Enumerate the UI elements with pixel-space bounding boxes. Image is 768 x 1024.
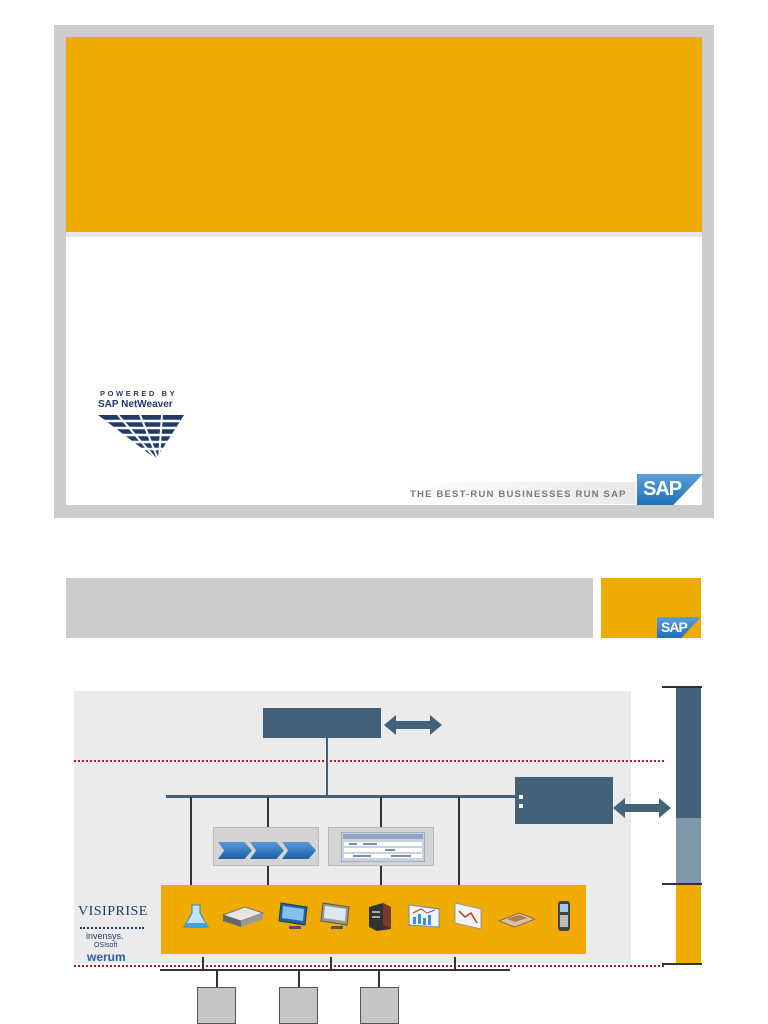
title-divider: [66, 232, 702, 237]
double-arrow-right-icon: [613, 798, 671, 818]
display-icon: [320, 902, 350, 929]
tagline-bar: [406, 482, 636, 504]
netweaver-logo: POWERED BY SAP NetWeaver: [96, 389, 192, 465]
device-icon: [221, 906, 265, 927]
field-device-box: [279, 987, 318, 1024]
title-band: [66, 37, 702, 232]
netweaver-powered-by: POWERED BY: [100, 389, 178, 398]
field-drop-3: [378, 971, 380, 987]
logo-separator: [80, 927, 144, 929]
field-device-box: [360, 987, 399, 1024]
report-icon: [454, 902, 482, 930]
dashboard-panel: [328, 827, 434, 866]
sap-logo: SAP: [637, 474, 703, 505]
device-layer: [161, 885, 586, 954]
netweaver-wave-icon: [98, 414, 184, 460]
server-icon: [369, 903, 391, 931]
bus-drop-2: [267, 797, 269, 827]
panel-drop-2: [380, 866, 382, 885]
field-drop-2: [298, 971, 300, 987]
field-connector-3: [454, 957, 456, 969]
layer-tick: [662, 883, 702, 885]
bus-drop-4: [458, 797, 460, 885]
title-slide: POWERED BY SAP NetWeaver THE BEST-RUN BU…: [54, 25, 714, 518]
panel-drop-1: [267, 866, 269, 885]
enterprise-box: [263, 708, 381, 738]
field-connector-2: [330, 957, 332, 969]
visiprise-logo-text: VISIPRISE: [78, 904, 148, 919]
process-step-icon: [250, 842, 284, 859]
layer-indicator-shopfloor: [676, 884, 701, 964]
field-connector-1: [202, 957, 204, 969]
field-drop-1: [216, 971, 218, 987]
field-device-box: [197, 987, 236, 1024]
tagline: THE BEST-RUN BUSINESSES RUN SAP: [410, 489, 627, 500]
werum-logo: werum: [87, 950, 126, 964]
osisoft-logo: OSIsoft: [94, 942, 118, 949]
bus-drop-1: [190, 797, 192, 885]
connector-vertical: [326, 738, 328, 796]
process-step-icon: [218, 842, 252, 859]
layer-indicator-enterprise: [676, 686, 701, 818]
layer-tick: [662, 963, 702, 965]
handheld-icon: [558, 901, 570, 931]
slide-title-bar: [66, 578, 593, 638]
monitor-icon: [278, 902, 308, 929]
chart-icon: [408, 904, 440, 928]
layer-tick: [662, 686, 702, 688]
visiprise-logo: VISIPRISE: [78, 904, 148, 920]
field-bus: [160, 969, 510, 971]
bus-drop-3: [380, 797, 382, 827]
netweaver-name: SAP NetWeaver: [98, 399, 173, 410]
double-arrow-icon: [384, 715, 442, 735]
layer-indicator-integration: [676, 818, 701, 884]
flask-icon: [183, 904, 209, 928]
invensys-logo: invensys.: [86, 931, 124, 941]
layer-separator-bottom: [74, 965, 664, 967]
dashboard-screenshot-icon: [341, 832, 425, 862]
layer-separator-top: [74, 760, 664, 762]
scanner-icon: [497, 912, 537, 928]
process-panel: [213, 827, 319, 866]
title-slide-canvas: POWERED BY SAP NetWeaver THE BEST-RUN BU…: [66, 37, 703, 505]
integration-box: [515, 777, 613, 824]
box-bullets: [519, 795, 523, 813]
process-step-icon: [282, 842, 316, 859]
integration-bus: [166, 795, 516, 798]
